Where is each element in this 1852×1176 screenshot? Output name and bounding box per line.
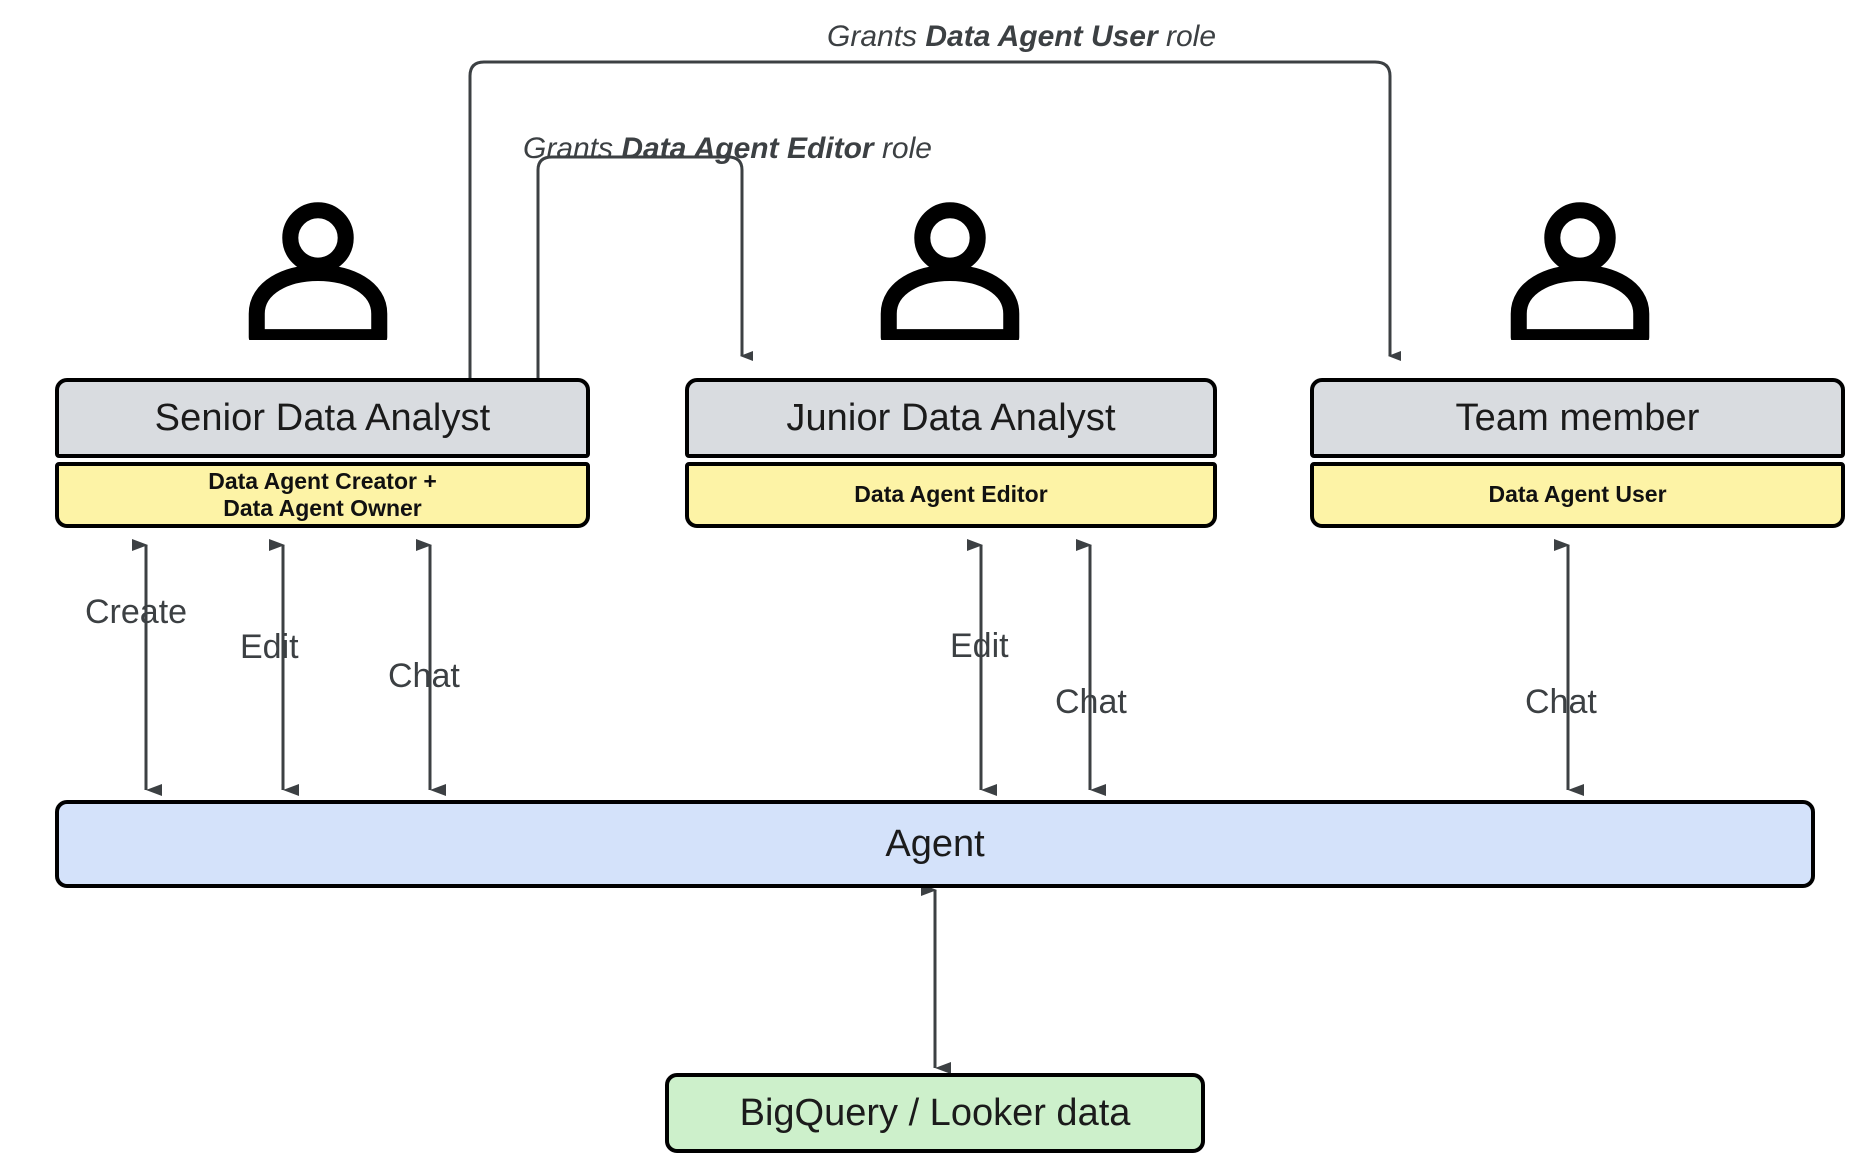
edge-label-senior-chat: Chat — [388, 657, 460, 695]
persona-role-senior[interactable]: Data Agent Creator + Data Agent Owner — [55, 462, 590, 528]
edge-label-junior-chat: Chat — [1055, 683, 1127, 721]
grant-label-data-agent-user: Grants Data Agent User role — [827, 20, 1217, 53]
persona-role-team-member[interactable]: Data Agent User — [1310, 462, 1845, 528]
edge-label-senior-edit: Edit — [240, 628, 299, 666]
persona-title-junior[interactable]: Junior Data Analyst — [685, 378, 1217, 458]
data-source-box[interactable]: BigQuery / Looker data — [665, 1073, 1205, 1153]
person-icon — [880, 202, 1020, 340]
persona-title-senior[interactable]: Senior Data Analyst — [55, 378, 590, 458]
connector-grants-data-agent-editor — [536, 155, 753, 378]
grant-label-data-agent-editor: Grants Data Agent Editor role — [523, 132, 932, 165]
edge-label-team-chat: Chat — [1525, 683, 1597, 721]
persona-role-junior[interactable]: Data Agent Editor — [685, 462, 1217, 528]
person-icon — [248, 202, 388, 340]
persona-title-team-member[interactable]: Team member — [1310, 378, 1845, 458]
edge-label-junior-edit: Edit — [950, 627, 1009, 665]
edge-label-senior-create: Create — [85, 593, 188, 631]
person-icon — [1510, 202, 1650, 340]
agent-box[interactable]: Agent — [55, 800, 1815, 888]
